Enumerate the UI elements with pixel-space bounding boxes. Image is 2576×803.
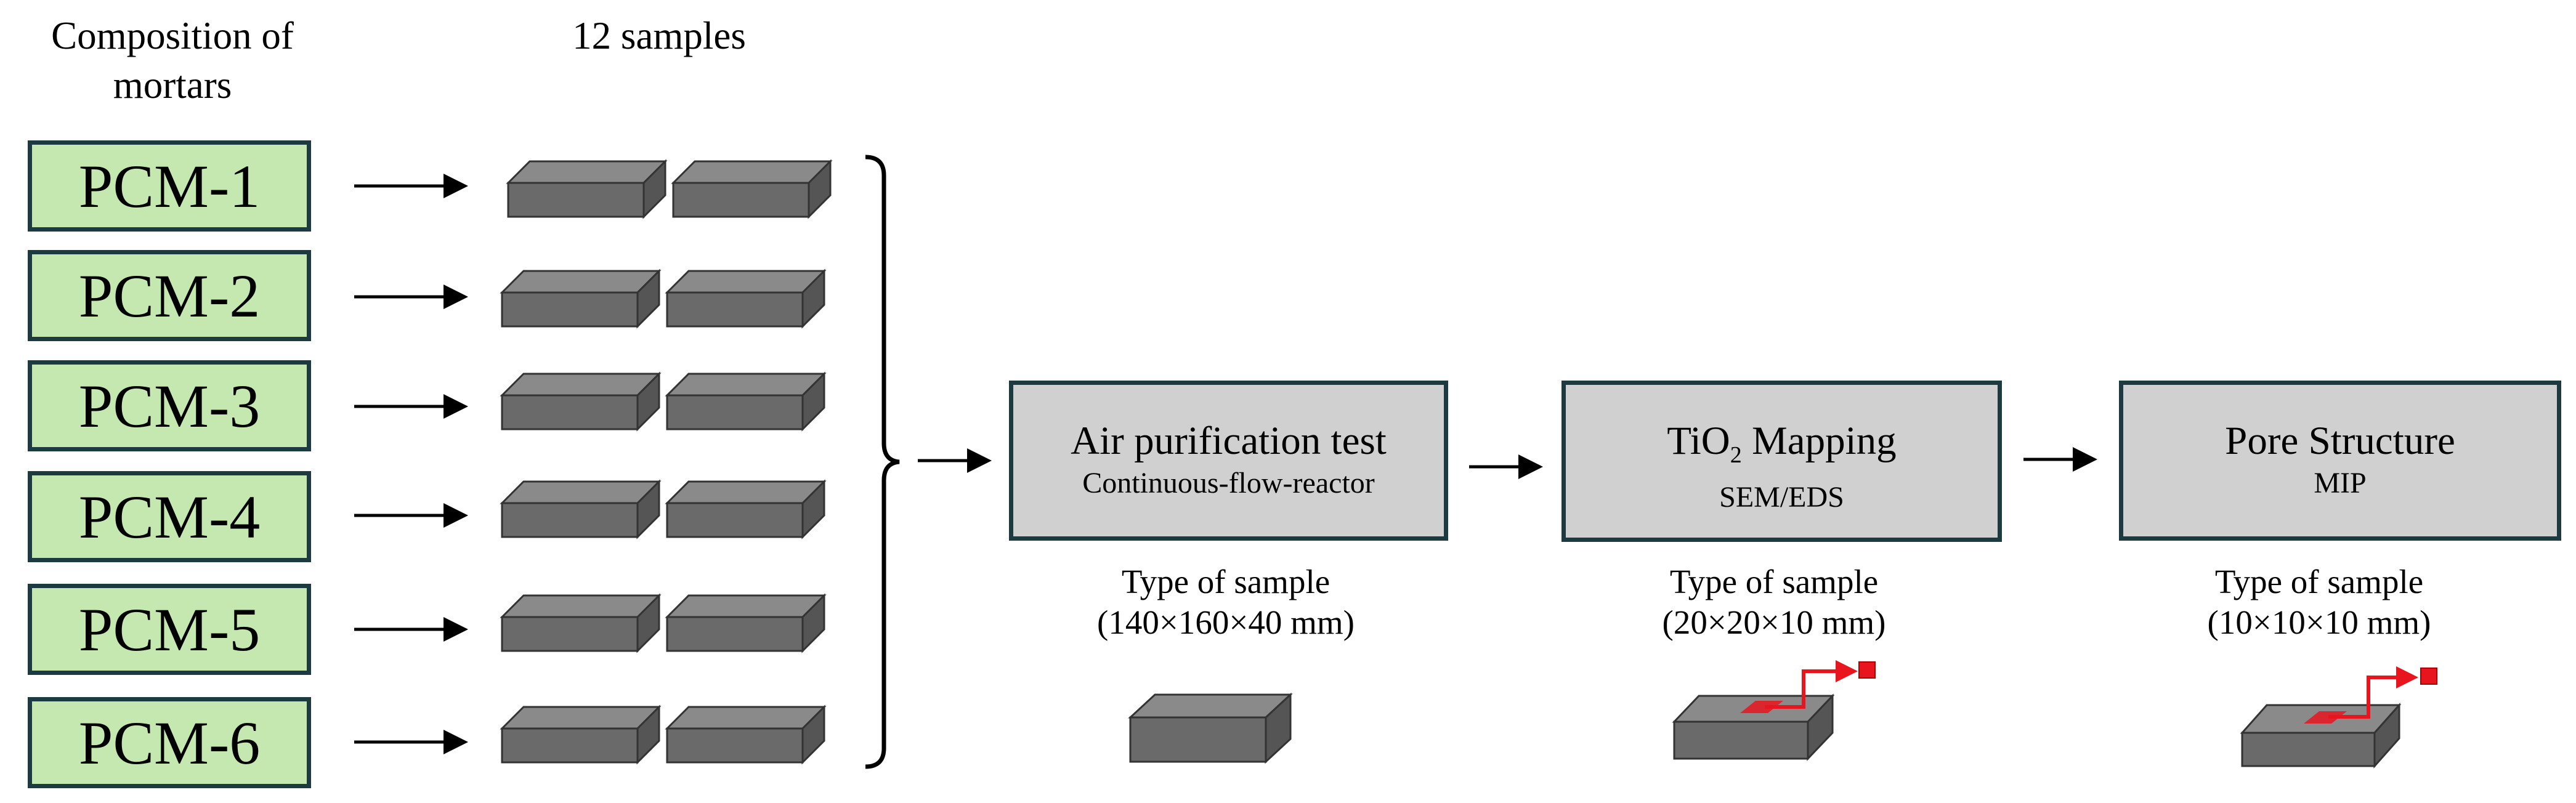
sample-type-label: Type of sample bbox=[2214, 563, 2424, 600]
mix-box-pcm-3: PCM-3 bbox=[28, 360, 311, 451]
sample-block bbox=[666, 706, 825, 764]
process-title: Air purification test bbox=[1071, 419, 1387, 463]
sample-block bbox=[501, 594, 660, 652]
process-subtitle: SEM/EDS bbox=[1719, 481, 1844, 514]
sample-block bbox=[501, 480, 660, 538]
mix-box-pcm-5: PCM-5 bbox=[28, 584, 311, 675]
mix-box-pcm-2: PCM-2 bbox=[28, 250, 311, 341]
flow-arrows bbox=[918, 447, 2097, 479]
sample-block bbox=[501, 373, 660, 430]
sample-type-block-1 bbox=[1128, 692, 1293, 764]
sample-block bbox=[507, 160, 666, 218]
sample-block bbox=[666, 480, 825, 538]
sample-block bbox=[501, 706, 660, 764]
sample-type-block-2 bbox=[1672, 660, 1876, 761]
process-title: Pore Structure bbox=[2225, 419, 2455, 463]
sample-type-caption-2: Type of sample (20×20×10 mm) bbox=[1595, 562, 1953, 643]
sample-block bbox=[672, 160, 832, 218]
process-air-purification: Air purification test Continuous-flow-re… bbox=[1009, 381, 1448, 541]
sample-type-block-3 bbox=[2240, 666, 2437, 769]
process-subtitle: Continuous-flow-reactor bbox=[1082, 467, 1375, 499]
sample-type-label: Type of sample bbox=[1669, 563, 1879, 600]
sample-type-caption-1: Type of sample (140×160×40 mm) bbox=[1047, 562, 1404, 643]
sample-type-caption-3: Type of sample (10×10×10 mm) bbox=[2141, 562, 2498, 643]
composition-header: Composition of mortars bbox=[51, 14, 294, 107]
sample-block bbox=[666, 373, 825, 430]
process-pore-structure: Pore Structure MIP bbox=[2119, 381, 2561, 541]
sample-block bbox=[501, 270, 660, 328]
sample-block bbox=[666, 594, 825, 652]
mix-box-pcm-6: PCM-6 bbox=[28, 697, 311, 788]
sample-size: (20×20×10 mm) bbox=[1662, 603, 1886, 641]
mix-box-pcm-4: PCM-4 bbox=[28, 471, 311, 562]
process-subtitle: MIP bbox=[2314, 467, 2367, 499]
process-tio2-mapping: TiO2 Mapping SEM/EDS bbox=[1561, 381, 2002, 542]
mix-box-pcm-1: PCM-1 bbox=[28, 140, 311, 232]
sample-blocks bbox=[501, 160, 832, 764]
sample-size: (140×160×40 mm) bbox=[1097, 603, 1355, 641]
process-title: TiO2 Mapping bbox=[1667, 419, 1897, 468]
sample-type-label: Type of sample bbox=[1121, 563, 1331, 600]
sample-size: (10×10×10 mm) bbox=[2207, 603, 2431, 641]
sample-block bbox=[666, 270, 825, 328]
grouping-bracket bbox=[865, 155, 900, 769]
mix-to-sample-arrows bbox=[354, 174, 468, 754]
samples-header: 12 samples bbox=[572, 14, 746, 57]
